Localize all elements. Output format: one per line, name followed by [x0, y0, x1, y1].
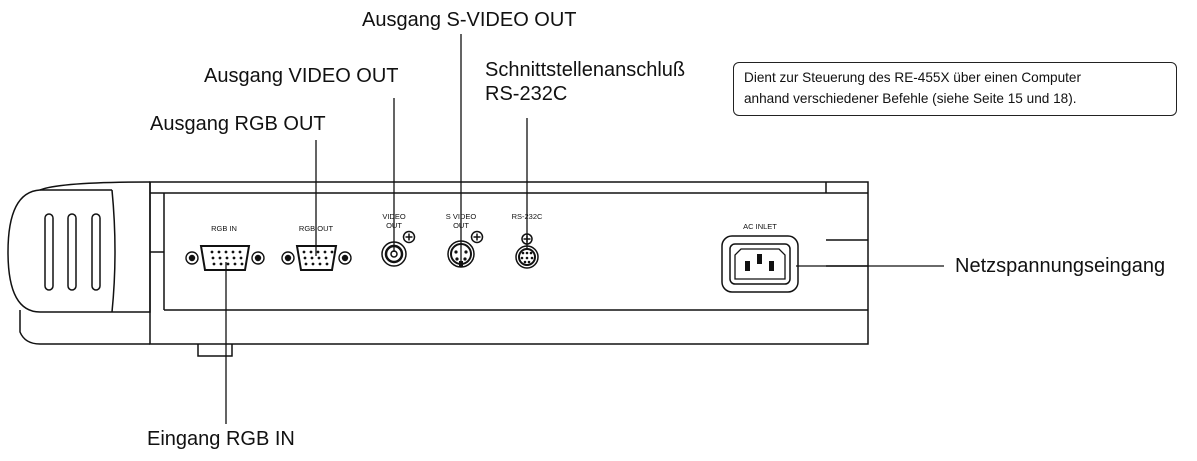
note-line-2: anhand verschiedener Befehle (siehe Seit…: [744, 91, 1077, 106]
panel-label-ac-inlet: AC INLET: [743, 222, 777, 231]
callout-rs232c-line1: Schnittstellenanschluß: [485, 59, 686, 81]
callout-s-video-out: Ausgang S-VIDEO OUT: [362, 9, 577, 31]
note-line-1: Dient zur Steuerung des RE-455X über ein…: [744, 70, 1082, 85]
rgb-out-connector: [281, 245, 352, 271]
foot: [197, 344, 233, 357]
video-out-connector: [381, 230, 416, 267]
callout-rgb-in: Eingang RGB IN: [147, 428, 295, 450]
callout-video-out: Ausgang VIDEO OUT: [204, 65, 399, 87]
s-video-out-connector: [447, 230, 484, 268]
rs232c-note-box: Dient zur Steuerung des RE-455X über ein…: [733, 62, 1177, 116]
ac-inlet-connector: [721, 235, 799, 293]
callout-ac-inlet: Netzspannungseingang: [955, 255, 1166, 277]
callout-rgb-out: Ausgang RGB OUT: [150, 113, 326, 135]
panel-label-rgb-in: RGB IN: [211, 224, 237, 233]
rgb-in-connector: [185, 245, 265, 271]
callout-rs232c-line2: RS-232C: [485, 83, 568, 105]
handle: [7, 182, 151, 313]
